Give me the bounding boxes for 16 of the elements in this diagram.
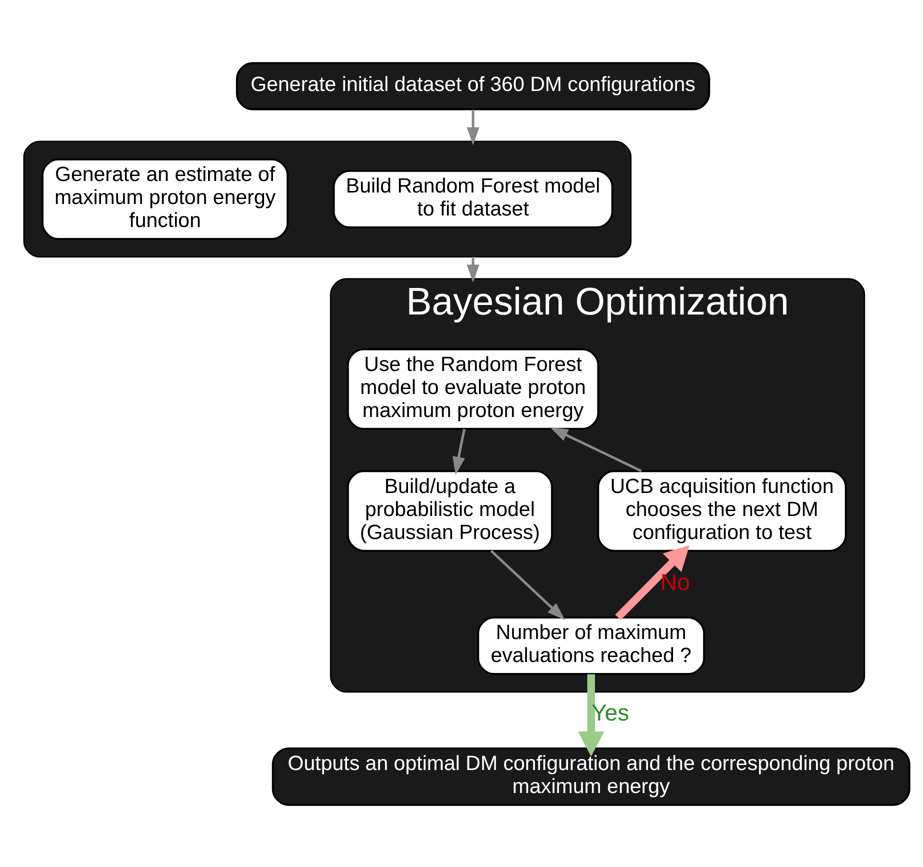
node-box: Number of maximum evaluations reached ? bbox=[477, 616, 705, 674]
arrow bbox=[550, 426, 642, 472]
arrow bbox=[490, 549, 565, 620]
node-box: Build Random Forest model to fit dataset bbox=[332, 169, 614, 228]
arrow bbox=[466, 109, 480, 145]
arrow bbox=[578, 674, 604, 756]
cluster bbox=[23, 140, 632, 258]
node-box: Generate an estimate of maximum proton energy function bbox=[42, 158, 289, 240]
node-box: Build/update a probabilistic model (Gaussian Process) bbox=[346, 470, 553, 552]
node-box: Use the Random Forest model to evaluate proton maximum proton energy bbox=[346, 348, 600, 430]
arrow bbox=[615, 544, 690, 620]
edge-label: No bbox=[660, 568, 690, 594]
node-box: UCB acquisition function chooses the next DM configuration to test bbox=[597, 470, 847, 552]
node-box: Outputs an optimal DM configuration and the corresponding proton maximum energy bbox=[272, 746, 910, 806]
node-box: Generate initial dataset of 360 DM configurations bbox=[236, 62, 710, 110]
arrow bbox=[452, 428, 466, 474]
